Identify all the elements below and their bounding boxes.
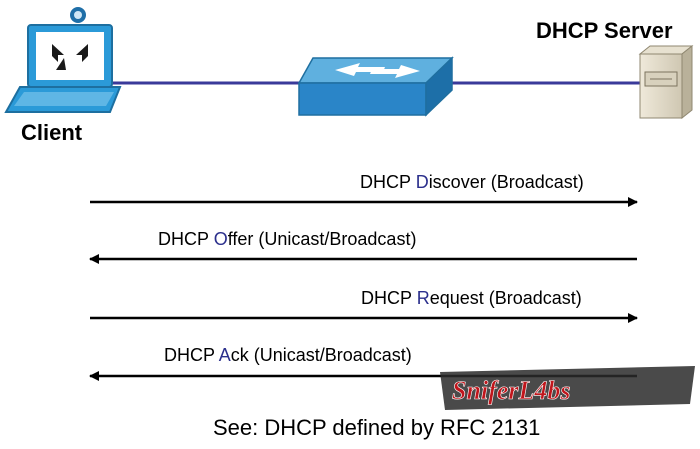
dhcp-server-label: DHCP Server [536, 18, 673, 43]
rfc-reference-footer: See: DHCP defined by RFC 2131 [213, 415, 541, 440]
sniferl4bs-watermark-logo: SniferL4bs [440, 366, 695, 410]
dhcp-server-icon [638, 44, 694, 120]
svg-text:SniferL4bs: SniferL4bs [452, 376, 570, 405]
network-switch-icon [297, 56, 454, 117]
client-label: Client [21, 120, 83, 145]
client-laptop-icon [4, 7, 122, 113]
ack-message-label: DHCP Ack (Unicast/Broadcast) [164, 345, 412, 365]
offer-message-label: DHCP Offer (Unicast/Broadcast) [158, 229, 417, 249]
request-message-label: DHCP Request (Broadcast) [361, 288, 582, 308]
discover-message-label: DHCP Discover (Broadcast) [360, 172, 584, 192]
